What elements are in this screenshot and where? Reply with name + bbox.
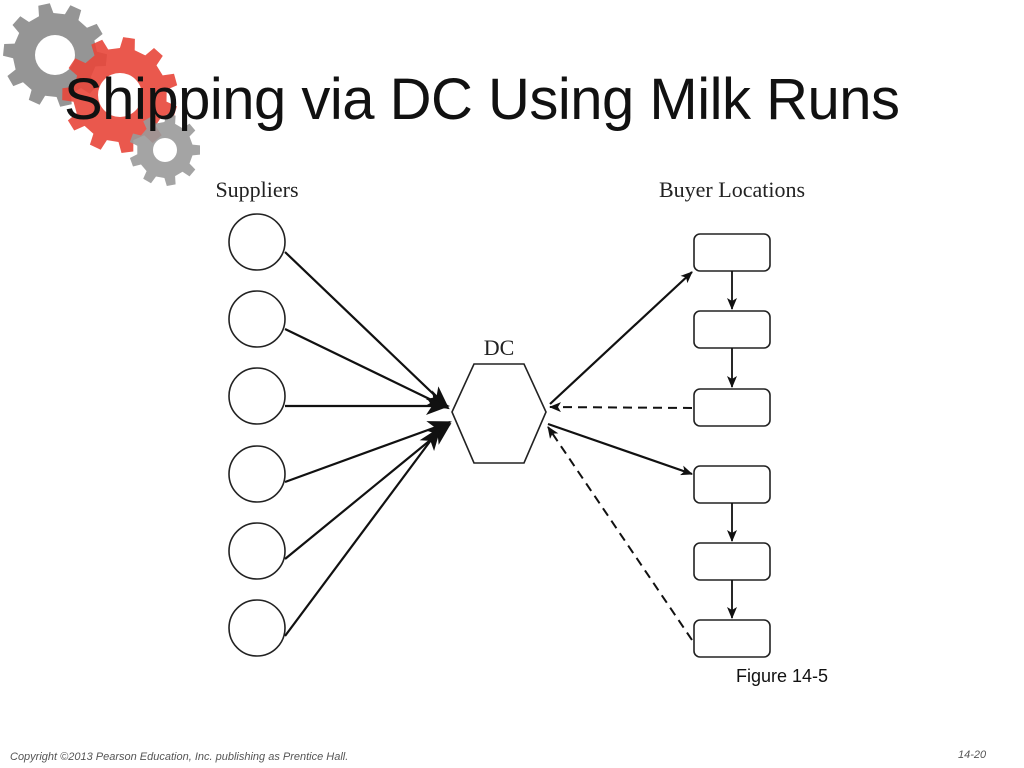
slide-title: Shipping via DC Using Milk Runs — [64, 67, 900, 132]
buyer-location-box — [693, 388, 771, 427]
return-to-dc-arrow — [549, 402, 693, 413]
dc-hexagon — [451, 363, 547, 464]
supplier-to-dc-arrow — [284, 328, 450, 409]
copyright-footer: Copyright ©2013 Pearson Education, Inc. … — [10, 751, 349, 763]
buyer-location-box — [693, 619, 771, 658]
supplier-node — [228, 213, 286, 271]
suppliers-label: Suppliers — [215, 177, 298, 202]
dc-to-buyer-arrow — [549, 271, 693, 405]
supplier-node — [228, 599, 286, 657]
dc-label: DC — [484, 335, 515, 360]
slide-number: 14-20 — [958, 749, 987, 761]
buyer-location-box — [693, 233, 771, 272]
supplier-to-dc-arrow — [284, 251, 450, 410]
supplier-to-dc-arrow — [284, 422, 452, 560]
return-to-dc-arrow — [547, 426, 693, 641]
supplier-node — [228, 445, 286, 503]
figure-caption: Figure 14-5 — [736, 666, 829, 686]
dc-to-buyer-arrow — [547, 422, 693, 476]
supplier-node — [228, 290, 286, 348]
buyer-location-box — [693, 465, 771, 504]
buyer-location-box — [693, 310, 771, 349]
supplier-node — [228, 367, 286, 425]
small-grey-gear-icon — [129, 114, 200, 186]
supplier-to-dc-arrow — [284, 426, 442, 637]
buyer-locations-label: Buyer Locations — [659, 177, 805, 202]
supplier-to-dc-arrow — [284, 420, 452, 484]
gears-logo-icon — [3, 3, 200, 186]
supplier-node — [228, 522, 286, 580]
buyer-location-box — [693, 542, 771, 581]
